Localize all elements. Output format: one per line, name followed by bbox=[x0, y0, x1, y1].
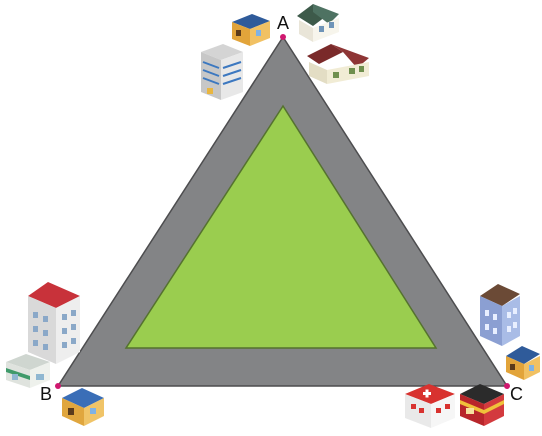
vertex-b-point bbox=[55, 383, 61, 389]
vertex-a-label: A bbox=[277, 13, 289, 33]
vertex-b-label: B bbox=[40, 384, 52, 404]
office-building-icon bbox=[201, 44, 243, 100]
shop-icon bbox=[6, 354, 50, 388]
shop-icon bbox=[460, 384, 504, 426]
house-icon bbox=[232, 14, 270, 46]
vertex-a-point bbox=[280, 34, 286, 40]
house-icon bbox=[297, 4, 339, 42]
apartment-building-icon bbox=[28, 282, 80, 364]
hospital-icon bbox=[405, 384, 455, 428]
vertex-c-label: C bbox=[510, 384, 523, 404]
house-icon bbox=[307, 44, 369, 84]
house-icon bbox=[62, 388, 104, 426]
house-icon bbox=[506, 346, 540, 380]
vertex-c-point bbox=[504, 383, 510, 389]
triangular-park bbox=[124, 104, 438, 349]
apartment-building-icon bbox=[480, 284, 520, 346]
